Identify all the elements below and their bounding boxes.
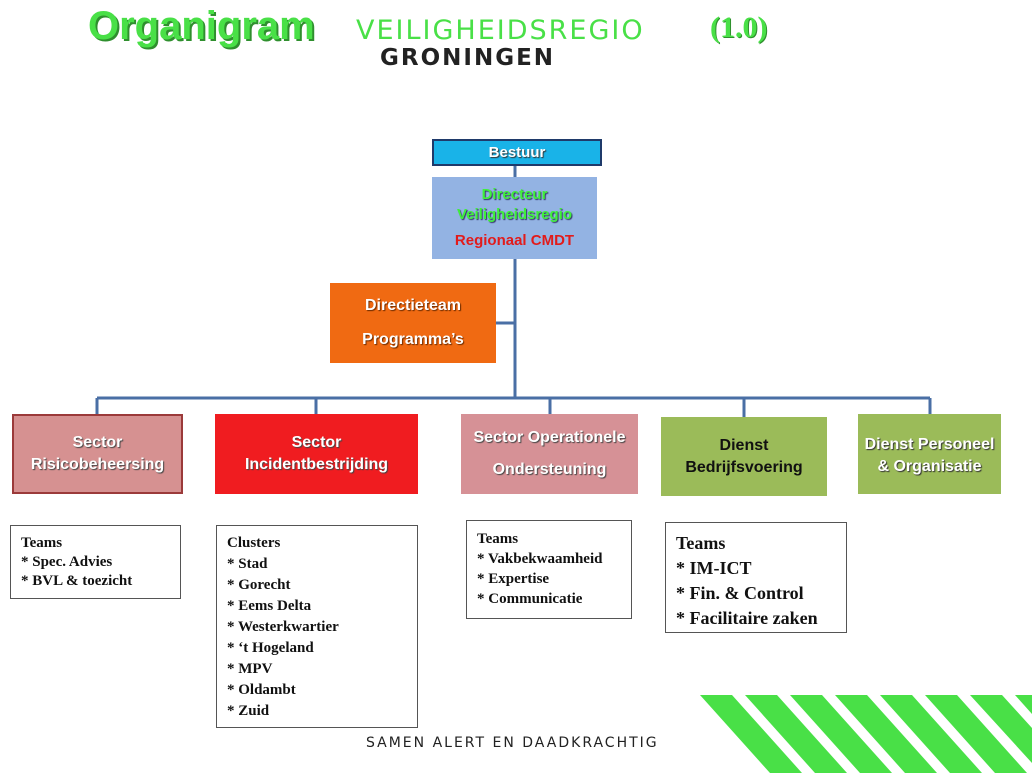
sector-label-line1: Sector bbox=[72, 434, 123, 451]
list-incidentbestrijding-clusters: Clusters * Stad * Gorecht * Eems Delta *… bbox=[216, 525, 418, 728]
box-sector-incidentbestrijding: Sector Incidentbestrijding bbox=[215, 414, 418, 494]
list-item: * Spec. Advies bbox=[21, 554, 113, 570]
list-bedrijfsvoering-teams: Teams * IM-ICT * Fin. & Control * Facili… bbox=[665, 522, 847, 633]
list-item: * Oldambt bbox=[227, 682, 296, 698]
stripe-5 bbox=[880, 695, 982, 773]
box-directieteam: Directieteam Programma’s bbox=[330, 283, 496, 363]
title-organigram: Organigram bbox=[88, 4, 315, 48]
list-item: * MPV bbox=[227, 661, 273, 677]
list-item: * Eems Delta bbox=[227, 598, 312, 614]
sector-label-line1: Dienst Personeel bbox=[864, 436, 995, 453]
footer-slogan: SAMEN ALERT EN DAADKRACHTIG bbox=[366, 735, 659, 751]
box-sector-operationele-ondersteuning: Sector Operationele Ondersteuning bbox=[461, 414, 638, 494]
stripe-8 bbox=[1015, 695, 1032, 714]
title-groningen: GRONINGEN bbox=[380, 45, 556, 71]
list-item: * ‘t Hogeland bbox=[227, 640, 314, 656]
list-item: * Facilitaire zaken bbox=[676, 608, 818, 628]
list-item: * Communicatie bbox=[477, 591, 583, 607]
list-item: * Zuid bbox=[227, 703, 270, 719]
list-item: * Gorecht bbox=[227, 577, 291, 593]
box-sector-risicobeheersing: Sector Risicobeheersing bbox=[12, 414, 183, 494]
list-item: * Westerkwartier bbox=[227, 619, 339, 635]
sector-label-line2: Incidentbestrijding bbox=[244, 456, 389, 473]
list-item: * IM-ICT bbox=[676, 558, 752, 578]
stripe-1 bbox=[700, 695, 802, 773]
stripe-2 bbox=[745, 695, 847, 773]
directieteam-label-line1: Directieteam bbox=[364, 297, 462, 314]
list-heading: Teams bbox=[477, 531, 519, 547]
sector-label-line2: Ondersteuning bbox=[492, 461, 607, 478]
title-veiligheidsregio: VEILIGHEIDSREGIO bbox=[356, 15, 645, 46]
sector-label-line1: Dienst bbox=[719, 436, 769, 454]
directeur-label-line1: Directeur bbox=[481, 186, 548, 203]
list-item: * Stad bbox=[227, 556, 268, 572]
box-bestuur: Bestuur bbox=[432, 139, 602, 166]
stripe-7 bbox=[970, 695, 1032, 763]
list-item: * BVL & toezicht bbox=[21, 573, 133, 589]
box-dienst-personeel-organisatie: Dienst Personeel & Organisatie bbox=[858, 414, 1001, 494]
directeur-label-line2: Veiligheidsregio bbox=[456, 206, 573, 223]
box-dienst-bedrijfsvoering: Dienst Bedrijfsvoering bbox=[661, 417, 827, 496]
stripe-logo bbox=[700, 695, 1032, 773]
directieteam-label-line2: Programma’s bbox=[362, 331, 464, 348]
stripe-4 bbox=[835, 695, 937, 773]
bestuur-label: Bestuur bbox=[488, 144, 546, 161]
sector-label-line1: Sector Operationele bbox=[473, 429, 626, 446]
box-directeur: Directeur Veiligheidsregio Regionaal CMD… bbox=[432, 177, 597, 259]
list-heading: Clusters bbox=[227, 535, 281, 551]
regionaal-cmdt-label: Regionaal CMDT bbox=[454, 232, 575, 249]
list-heading: Teams bbox=[676, 533, 726, 553]
stripe-3 bbox=[790, 695, 892, 773]
stripe-6 bbox=[925, 695, 1027, 773]
list-item: * Fin. & Control bbox=[676, 583, 804, 603]
sector-label-line1: Sector bbox=[291, 434, 342, 451]
list-risicobeheersing-teams: Teams * Spec. Advies * BVL & toezicht bbox=[10, 525, 181, 599]
sector-label-line2: Risicobeheersing bbox=[30, 456, 165, 473]
list-operationele-ondersteuning-teams: Teams * Vakbekwaamheid * Expertise * Com… bbox=[466, 520, 632, 619]
list-item: * Expertise bbox=[477, 571, 550, 587]
sector-label-line2: & Organisatie bbox=[877, 458, 982, 475]
list-item: * Vakbekwaamheid bbox=[477, 551, 603, 567]
list-heading: Teams bbox=[21, 535, 63, 551]
sector-label-line2: Bedrijfsvoering bbox=[685, 458, 803, 476]
title-version: (1.0) bbox=[710, 11, 768, 44]
